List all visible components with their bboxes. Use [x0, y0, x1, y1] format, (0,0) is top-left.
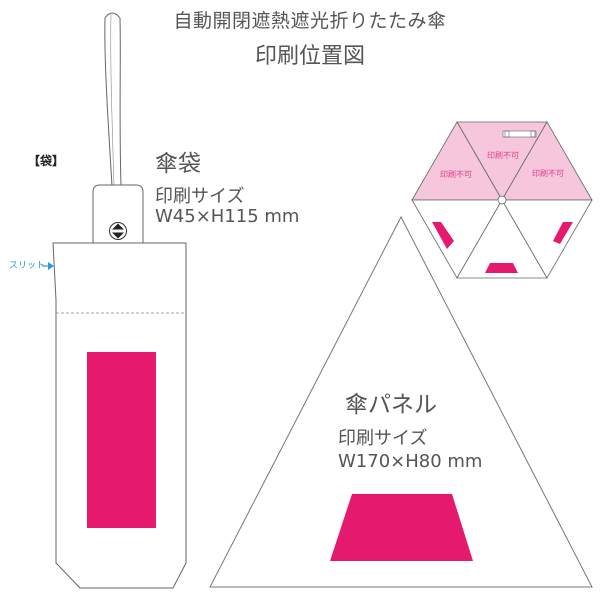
- unprintable-label-right: 印刷不可: [532, 169, 564, 178]
- unprintable-label-left: 印刷不可: [440, 170, 472, 179]
- bag-print-size-label: 印刷サイズ: [155, 186, 245, 207]
- center-hub-icon: [497, 195, 507, 205]
- bag-print-area: [87, 352, 156, 528]
- slit-label: スリット: [9, 261, 46, 271]
- page-subtitle: 印刷位置図: [254, 44, 365, 69]
- panel-print-area: [330, 494, 473, 561]
- bag-strap: [104, 12, 122, 187]
- umbrella-bag: [52, 242, 187, 589]
- bag-tag: [92, 184, 144, 243]
- panel-name: 傘パネル: [345, 392, 437, 418]
- umbrella-top-view: [411, 121, 593, 279]
- bag-section-label: 【袋】: [28, 154, 65, 168]
- umbrella-panel: [209, 215, 593, 588]
- page-title: 自動開閉遮熱遮光折りたたみ傘: [173, 10, 447, 32]
- slit-arrow-icon: [42, 262, 54, 270]
- panel-print-size-label: 印刷サイズ: [338, 428, 428, 449]
- snap-button-icon: [109, 222, 127, 240]
- panel-print-size-value: W170×H80 mm: [338, 451, 483, 472]
- velcro-strap-icon: [502, 130, 537, 138]
- bag-print-size-value: W45×H115 mm: [155, 206, 300, 227]
- bag-name: 傘袋: [155, 151, 201, 177]
- unprintable-label-top: 印刷不可: [487, 151, 519, 160]
